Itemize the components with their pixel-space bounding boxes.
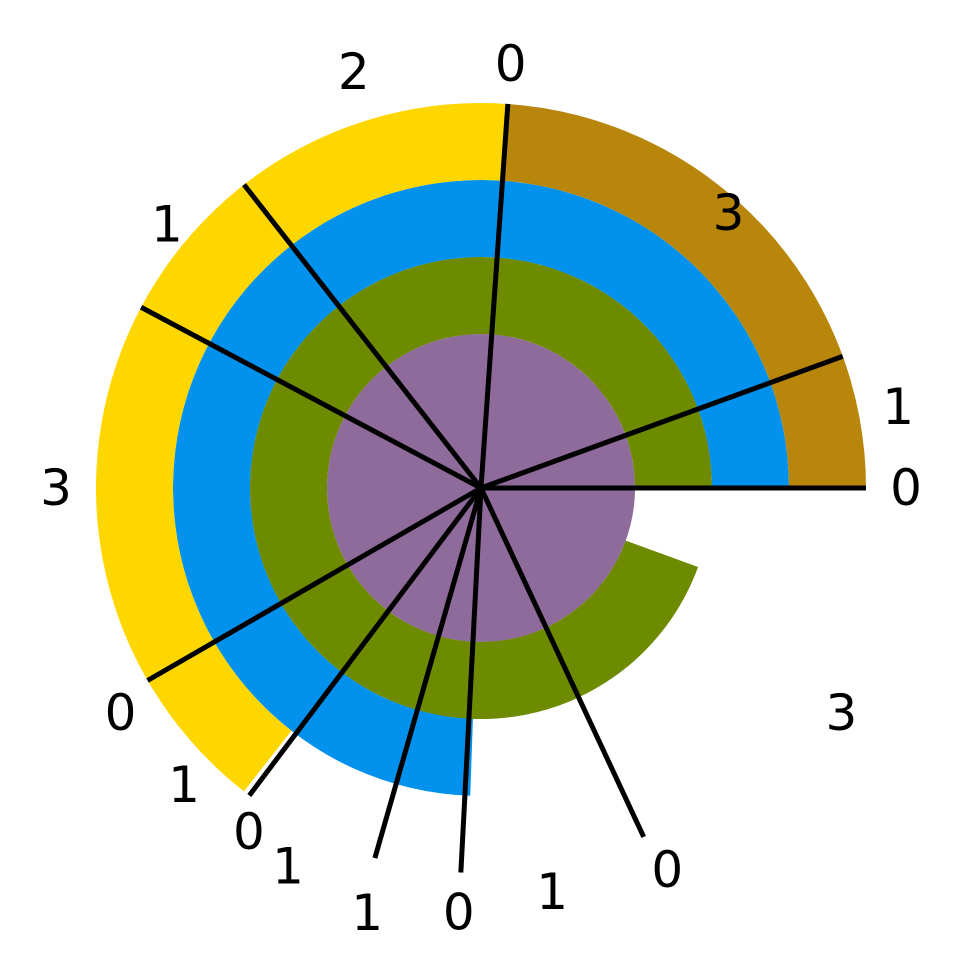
- spoke-5: [139, 305, 483, 491]
- spoke-label: 0: [495, 35, 527, 93]
- spoke-10: [478, 486, 646, 838]
- spoke-label: 0: [105, 684, 137, 742]
- ring-2-arc-2: [387, 628, 572, 719]
- spoke-label: 1: [272, 838, 304, 896]
- spoke-4: [242, 183, 483, 490]
- spoke-9: [458, 487, 484, 873]
- spoke-label: 2: [338, 43, 370, 101]
- spoke-2: [480, 353, 844, 491]
- ring-5-arc-1: [502, 103, 866, 489]
- rings-layer: [95, 103, 866, 796]
- spoke-label: 0: [233, 803, 265, 861]
- spokes-layer: [139, 103, 866, 873]
- spoke-3: [478, 103, 511, 489]
- spoke-label: 1: [536, 863, 568, 921]
- spoke-6: [146, 485, 483, 683]
- spoke-label: 0: [443, 883, 475, 941]
- spoke-8: [372, 487, 484, 859]
- spoke-label: 0: [890, 459, 922, 517]
- spoke-label: 0: [651, 841, 683, 899]
- spoke-7: [247, 486, 483, 797]
- spoke-label: 1: [351, 884, 383, 942]
- spoke-label: 1: [151, 195, 183, 253]
- spoke-label: 3: [40, 459, 72, 517]
- spoke-label: 3: [713, 184, 745, 242]
- spoke-label: 1: [882, 378, 914, 436]
- spoke-label: 1: [168, 756, 200, 814]
- spoke-label: 3: [826, 684, 858, 742]
- ring-4-arc-1: [95, 103, 508, 792]
- ring-2-arc-1: [249, 256, 713, 719]
